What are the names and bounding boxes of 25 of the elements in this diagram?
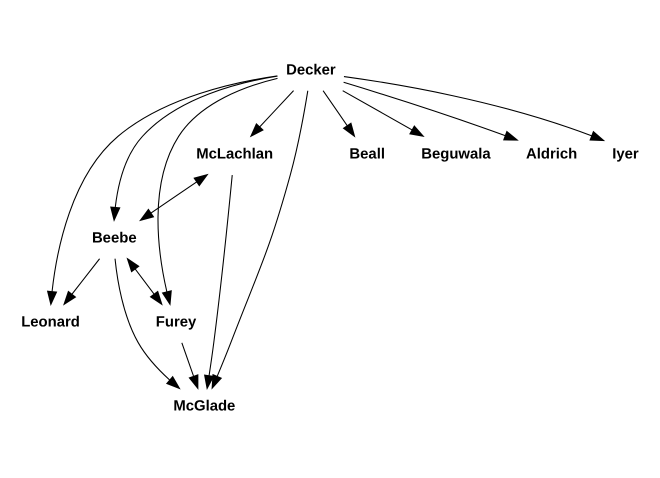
arrow — [344, 76, 606, 141]
node-text: Beguwala — [421, 146, 491, 162]
arrow — [110, 75, 278, 222]
arrow — [342, 90, 425, 137]
node-text: Iyer — [612, 146, 639, 162]
node-text: McLachlan — [196, 146, 274, 162]
arrow — [181, 342, 198, 390]
arrow — [343, 81, 519, 140]
node-text: Aldrich — [526, 146, 578, 162]
arrow — [126, 256, 163, 306]
node-text: Leonard — [21, 314, 80, 330]
node-text: Decker — [286, 62, 336, 78]
arrow — [250, 90, 294, 137]
node-text: Furey — [156, 314, 196, 330]
arrow — [322, 90, 356, 138]
arrow — [46, 74, 278, 306]
arrow — [204, 174, 233, 390]
node-text: McGlade — [173, 398, 236, 414]
node-text: Beall — [349, 146, 385, 162]
arrow — [212, 90, 308, 390]
arrow — [139, 173, 209, 221]
node-text: Beebe — [92, 230, 137, 246]
arrow — [158, 77, 278, 306]
arrow — [114, 258, 181, 389]
arrow — [63, 258, 100, 306]
